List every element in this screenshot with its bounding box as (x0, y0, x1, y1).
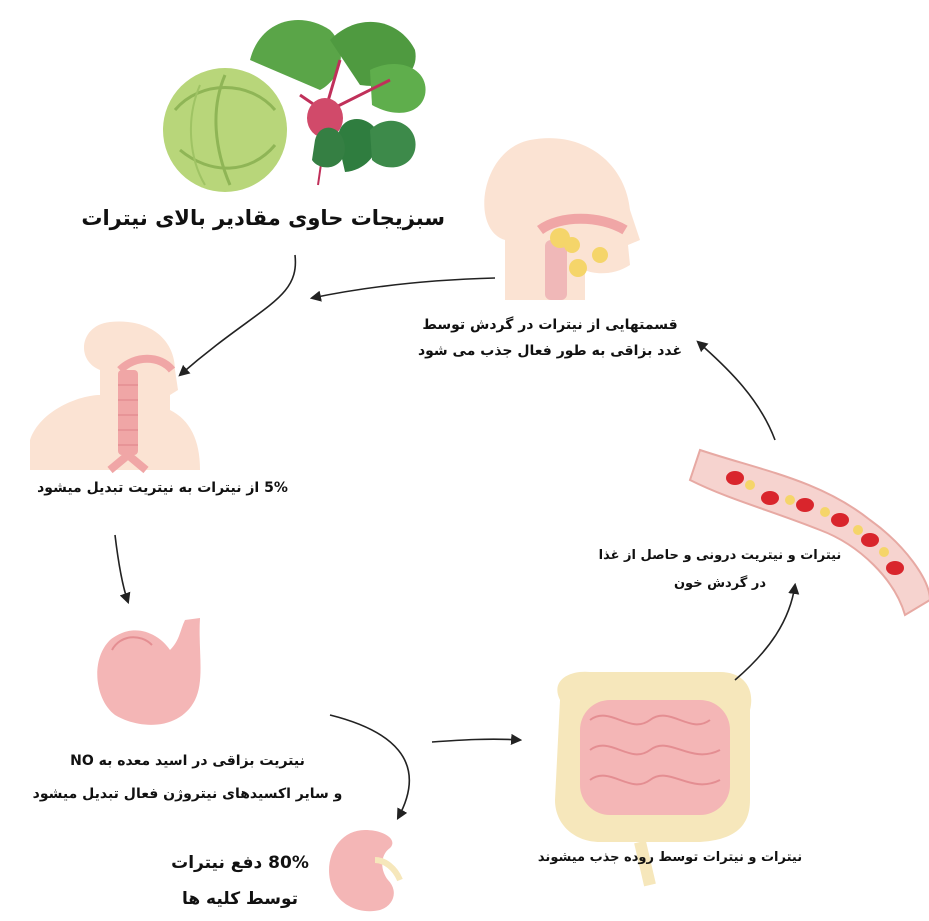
vegetables-label: سبزیجات حاوی مقادیر بالای نیترات (105, 206, 445, 230)
arrow-stomach-to-intestine (432, 739, 520, 742)
arrow-blood-to-head (698, 342, 775, 440)
kidney-label-line1: 80% دفع نیترات (150, 853, 330, 873)
arrow-intestine-to-blood (735, 585, 795, 680)
stomach-label-line1: نیتریت بزاقی در اسید معده به NO (20, 753, 355, 769)
arrow-body-to-stomach (115, 535, 128, 602)
intestine-label: نیترات و نیترات توسط روده جذب میشوند (535, 850, 805, 865)
stomach-illustration (97, 618, 200, 725)
blood-label-line1: نیترات و نیتریت درونی و حاصل از غذا (595, 548, 845, 563)
salivary-label-line2: غدد بزاقی به طور فعال جذب می شود (400, 343, 700, 359)
stomach-label-line2: و سایر اکسیدهای نیتروژن فعال تبدیل میشود (20, 786, 355, 802)
body-esophagus-illustration (30, 322, 200, 470)
salivary-head-illustration (484, 138, 640, 300)
salivary-label-line1: قسمتهایی از نیترات در گردش توسط (400, 317, 700, 333)
arrow-veg-to-body (180, 255, 295, 375)
arrow-head-to-body (312, 278, 495, 298)
mouth-conversion-label: 5% از نیترات به نیتریت تبدیل میشود (5, 480, 320, 496)
kidney-illustration (329, 830, 400, 911)
kidney-label-line2: توسط کلیه ها (150, 889, 330, 909)
blood-label-line2: در گردش خون (595, 576, 845, 591)
vegetables-illustration (163, 20, 426, 192)
